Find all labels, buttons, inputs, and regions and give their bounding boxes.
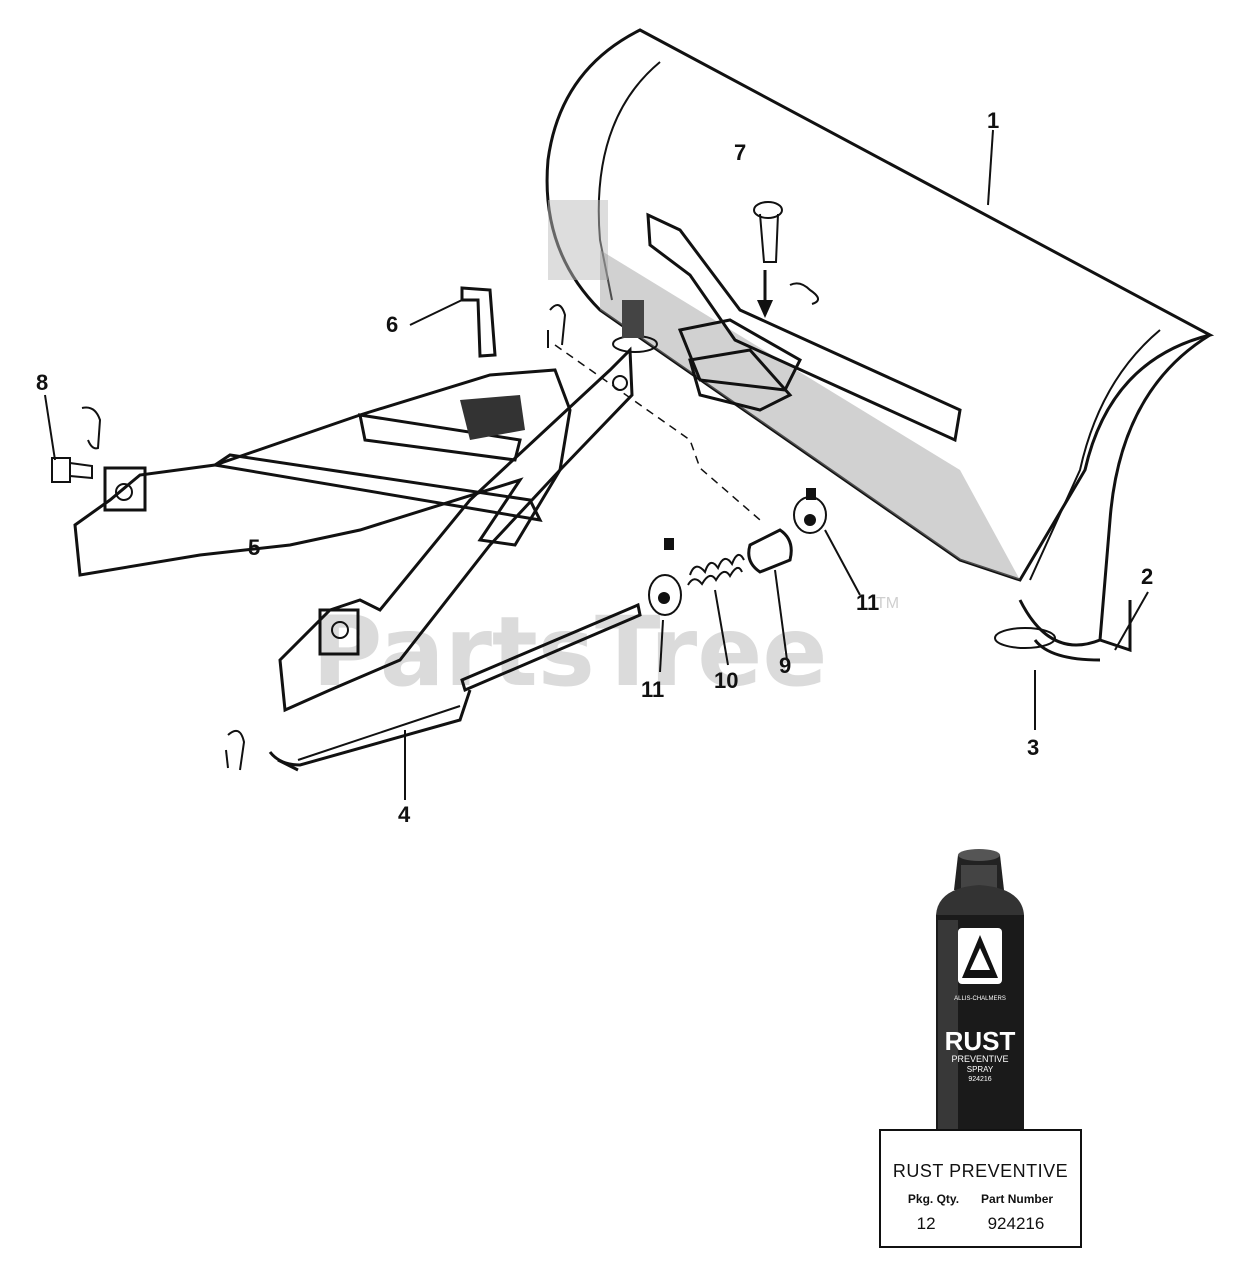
rod-part [268,602,642,772]
callout-3: 3 [1027,735,1039,760]
watermark-text: PartsTree [312,596,827,708]
bolt-part [51,406,102,483]
header-pkg-qty: Pkg. Qty. [907,1192,960,1206]
callout-7: 7 [734,140,746,165]
spray-can: ALLIS-CHALMERS RUST PREVENTIVE SPRAY 924… [936,849,1024,1146]
clevis-pin-part [753,201,819,318]
callout-2: 2 [1141,564,1153,589]
blade-part [545,28,1215,662]
can-title: RUST [945,1026,1016,1056]
can-brand-text: ALLIS-CHALMERS [954,996,1006,1002]
pin-part [460,286,497,358]
value-part-number: 924216 [987,1214,1045,1233]
callout-8: 8 [36,370,48,395]
can-subtitle: PREVENTIVE [951,1054,1008,1064]
cotter-pin-part [225,304,567,771]
callout-4: 4 [398,802,411,827]
blade-bracket-part [646,212,962,443]
callout-1: 1 [987,108,999,133]
callout-5: 5 [248,535,260,560]
can-code: 924216 [968,1076,991,1083]
callout-10: 10 [714,668,738,693]
callout-11-left: 11 [641,677,664,702]
callout-9: 9 [779,653,791,678]
callout-6: 6 [386,312,398,337]
info-title: RUST PREVENTIVE [892,1161,1069,1181]
info-values: 12 924216 [881,1214,1080,1234]
skid-shoe-part [612,300,1056,649]
spring-assembly-part [648,488,827,616]
part-info-box: RUST PREVENTIVE Pkg. Qty. Part Number 12… [879,1129,1082,1248]
value-pkg-qty: 12 [916,1214,936,1233]
callout-11-right: 11 [856,590,879,615]
header-part-number: Part Number [981,1192,1054,1206]
leader-lines [44,129,1149,800]
a-frame-part [73,346,634,713]
can-subtitle2: SPRAY [967,1065,994,1074]
info-headers: Pkg. Qty. Part Number [881,1192,1080,1206]
watermark-tm: TM [876,595,899,612]
